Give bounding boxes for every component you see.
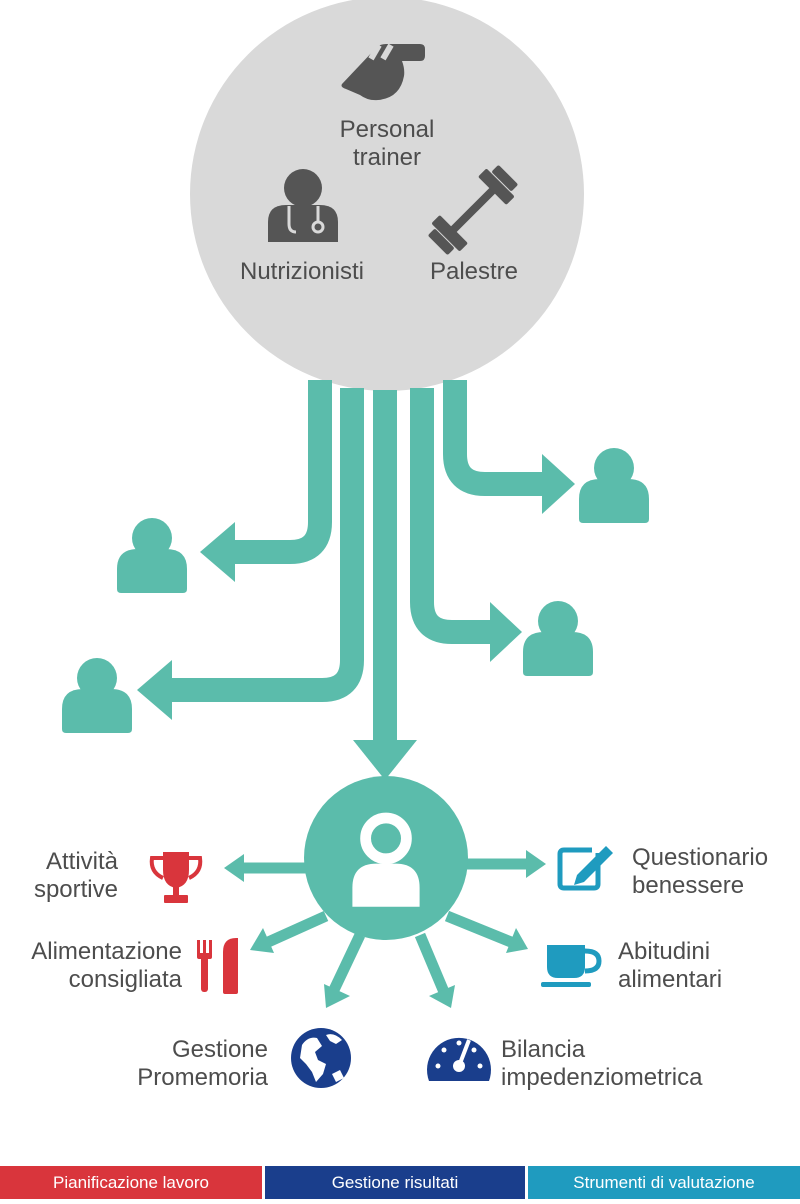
label-questionnaire-line-2: benessere bbox=[632, 872, 745, 899]
label-gyms: Palestre bbox=[414, 258, 534, 286]
gauge-icon bbox=[427, 1037, 491, 1081]
label-nutritionists: Nutrizionisti bbox=[222, 258, 382, 286]
fork-knife-icon bbox=[197, 938, 238, 994]
legend-results: Gestione risultati bbox=[265, 1166, 525, 1199]
label-sport-line-2: sportive bbox=[33, 876, 118, 903]
arrowhead-center bbox=[353, 740, 417, 780]
flow-line-left-upper bbox=[235, 380, 332, 564]
legend-tools: Strumenti di valutazione bbox=[528, 1166, 800, 1199]
spoke-habits bbox=[444, 910, 514, 948]
whistle-icon bbox=[341, 43, 425, 101]
globe-icon bbox=[291, 1028, 351, 1088]
label-sport-line-1: Attività bbox=[45, 848, 118, 875]
label-gyms-text: Palestre bbox=[429, 258, 519, 285]
arrowhead-left-lower bbox=[137, 660, 172, 720]
label-diet-line-2: consigliata bbox=[68, 966, 182, 993]
user-icon-right-lower bbox=[523, 601, 593, 676]
spoke-reminders bbox=[328, 932, 365, 995]
spoke-scale bbox=[414, 932, 450, 995]
label-reminders: Gestione Promemoria bbox=[60, 1036, 268, 1092]
label-habits: Abitudini alimentari bbox=[618, 938, 788, 994]
arrowhead-right-lower bbox=[490, 602, 522, 662]
label-personal-trainer: Personal trainer bbox=[312, 116, 462, 172]
edit-icon bbox=[557, 846, 613, 891]
label-questionnaire-line-1: Questionario bbox=[632, 844, 769, 871]
label-sport: Attività sportive bbox=[0, 848, 118, 904]
flow-line-right-upper bbox=[443, 380, 542, 496]
label-questionnaire: Questionario benessere bbox=[632, 844, 800, 900]
flow-line-left-lower bbox=[172, 388, 364, 702]
hub-circle bbox=[190, 0, 584, 391]
label-scale: Bilancia impedenziometrica bbox=[501, 1036, 761, 1092]
flow-line-right-lower bbox=[410, 388, 490, 644]
label-personal-trainer-line-1: Personal bbox=[339, 116, 435, 143]
user-icon-left-lower bbox=[62, 658, 132, 733]
arrowhead-right-upper bbox=[542, 454, 575, 514]
label-nutritionists-text: Nutrizionisti bbox=[239, 258, 365, 285]
user-icon-left-upper bbox=[117, 518, 187, 593]
label-reminders-line-2: Promemoria bbox=[137, 1064, 268, 1091]
user-icon-right-upper bbox=[579, 448, 649, 523]
doctor-icon bbox=[268, 169, 338, 242]
label-personal-trainer-line-2: trainer bbox=[352, 144, 422, 171]
label-habits-line-2: alimentari bbox=[618, 966, 723, 993]
label-diet-line-1: Alimentazione bbox=[31, 938, 182, 965]
label-diet: Alimentazione consigliata bbox=[0, 938, 182, 994]
dumbbell-icon bbox=[428, 165, 518, 255]
flow-arrowheads bbox=[137, 454, 575, 780]
trophy-icon bbox=[149, 852, 203, 903]
cup-icon bbox=[541, 945, 602, 987]
label-habits-line-1: Abitudini bbox=[618, 938, 711, 965]
arrowhead-left-upper bbox=[200, 522, 235, 582]
label-scale-line-2: impedenziometrica bbox=[501, 1064, 703, 1091]
label-scale-line-1: Bilancia bbox=[501, 1036, 586, 1063]
legend-planning: Pianificazione lavoro bbox=[0, 1166, 262, 1199]
flow-lines bbox=[172, 380, 542, 740]
spoke-diet bbox=[263, 910, 329, 949]
central-user-body bbox=[352, 863, 420, 907]
label-reminders-line-1: Gestione bbox=[171, 1036, 268, 1063]
feature-spokes bbox=[224, 850, 546, 1008]
central-user-head bbox=[360, 812, 412, 865]
